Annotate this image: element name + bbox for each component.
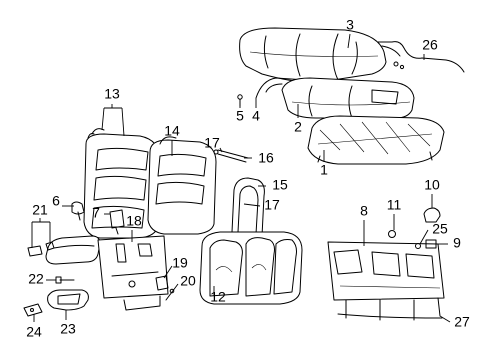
- seat-back-rod: [213, 149, 249, 163]
- callout-25: 25: [432, 221, 448, 237]
- armrest-bolt: [55, 276, 75, 284]
- leader-27: [439, 315, 451, 323]
- seat-back-center: [147, 136, 217, 235]
- leader-25: [419, 229, 429, 245]
- callout-2: 2: [294, 119, 302, 135]
- callout-7: 7: [92, 205, 100, 221]
- leader-19: [163, 265, 173, 279]
- callout-10: 10: [424, 177, 440, 193]
- callout-6: 6: [52, 193, 60, 209]
- callout-14: 14: [164, 123, 180, 139]
- callout-12: 12: [210, 289, 226, 305]
- console-back-panel: [97, 235, 169, 311]
- leader-13: [101, 104, 125, 137]
- frame-pivot-knob: [423, 207, 441, 223]
- callout-23: 23: [60, 321, 76, 337]
- callout-17-frame: 17: [264, 197, 280, 213]
- headrest-bracket: [109, 209, 125, 235]
- seat-back-frame-loop: [231, 177, 265, 237]
- callout-17-top: 17: [204, 135, 220, 151]
- callout-9: 9: [453, 235, 461, 251]
- armrest-latch: [23, 303, 43, 317]
- leader-20: [171, 283, 179, 293]
- seat-back-frame: [199, 231, 303, 305]
- armrest-cupholder-clips: [27, 241, 55, 257]
- callout-19: 19: [172, 255, 188, 271]
- callout-16: 16: [258, 150, 274, 166]
- frame-clip: [415, 243, 421, 249]
- callout-5: 5: [236, 108, 244, 124]
- cushion-wire-loop: [255, 77, 307, 99]
- leader-17-top: [219, 147, 223, 153]
- leader-17-frame: [243, 203, 261, 207]
- callout-11: 11: [387, 197, 402, 213]
- console-retainer: [155, 275, 169, 291]
- callout-3: 3: [346, 17, 354, 33]
- seatbelt-clip: [71, 201, 85, 221]
- callout-21: 21: [32, 202, 48, 218]
- callout-1: 1: [320, 162, 328, 178]
- callout-8: 8: [360, 203, 368, 219]
- frame-bushing: [388, 230, 396, 238]
- callout-22: 22: [28, 271, 44, 287]
- callout-27: 27: [454, 314, 470, 330]
- center-armrest: [45, 235, 101, 265]
- seat-cushion-cover: [239, 27, 387, 83]
- callout-24: 24: [26, 324, 42, 340]
- armrest-hinge-plate: [47, 289, 89, 311]
- callout-15: 15: [272, 177, 288, 193]
- leader-21: [31, 218, 51, 248]
- console-screw: [165, 288, 175, 301]
- callout-18: 18: [126, 213, 142, 229]
- frame-latch: [425, 239, 437, 249]
- seat-frame-assembly: [327, 241, 445, 321]
- seat-cushion-pad: [281, 77, 415, 119]
- callout-4: 4: [252, 108, 260, 124]
- cushion-wire-harness: [377, 41, 465, 73]
- callout-26: 26: [422, 37, 438, 53]
- seat-cushion-frame: [307, 115, 445, 165]
- leader-3: [347, 33, 351, 49]
- callout-13: 13: [104, 86, 120, 102]
- callout-20: 20: [180, 273, 196, 289]
